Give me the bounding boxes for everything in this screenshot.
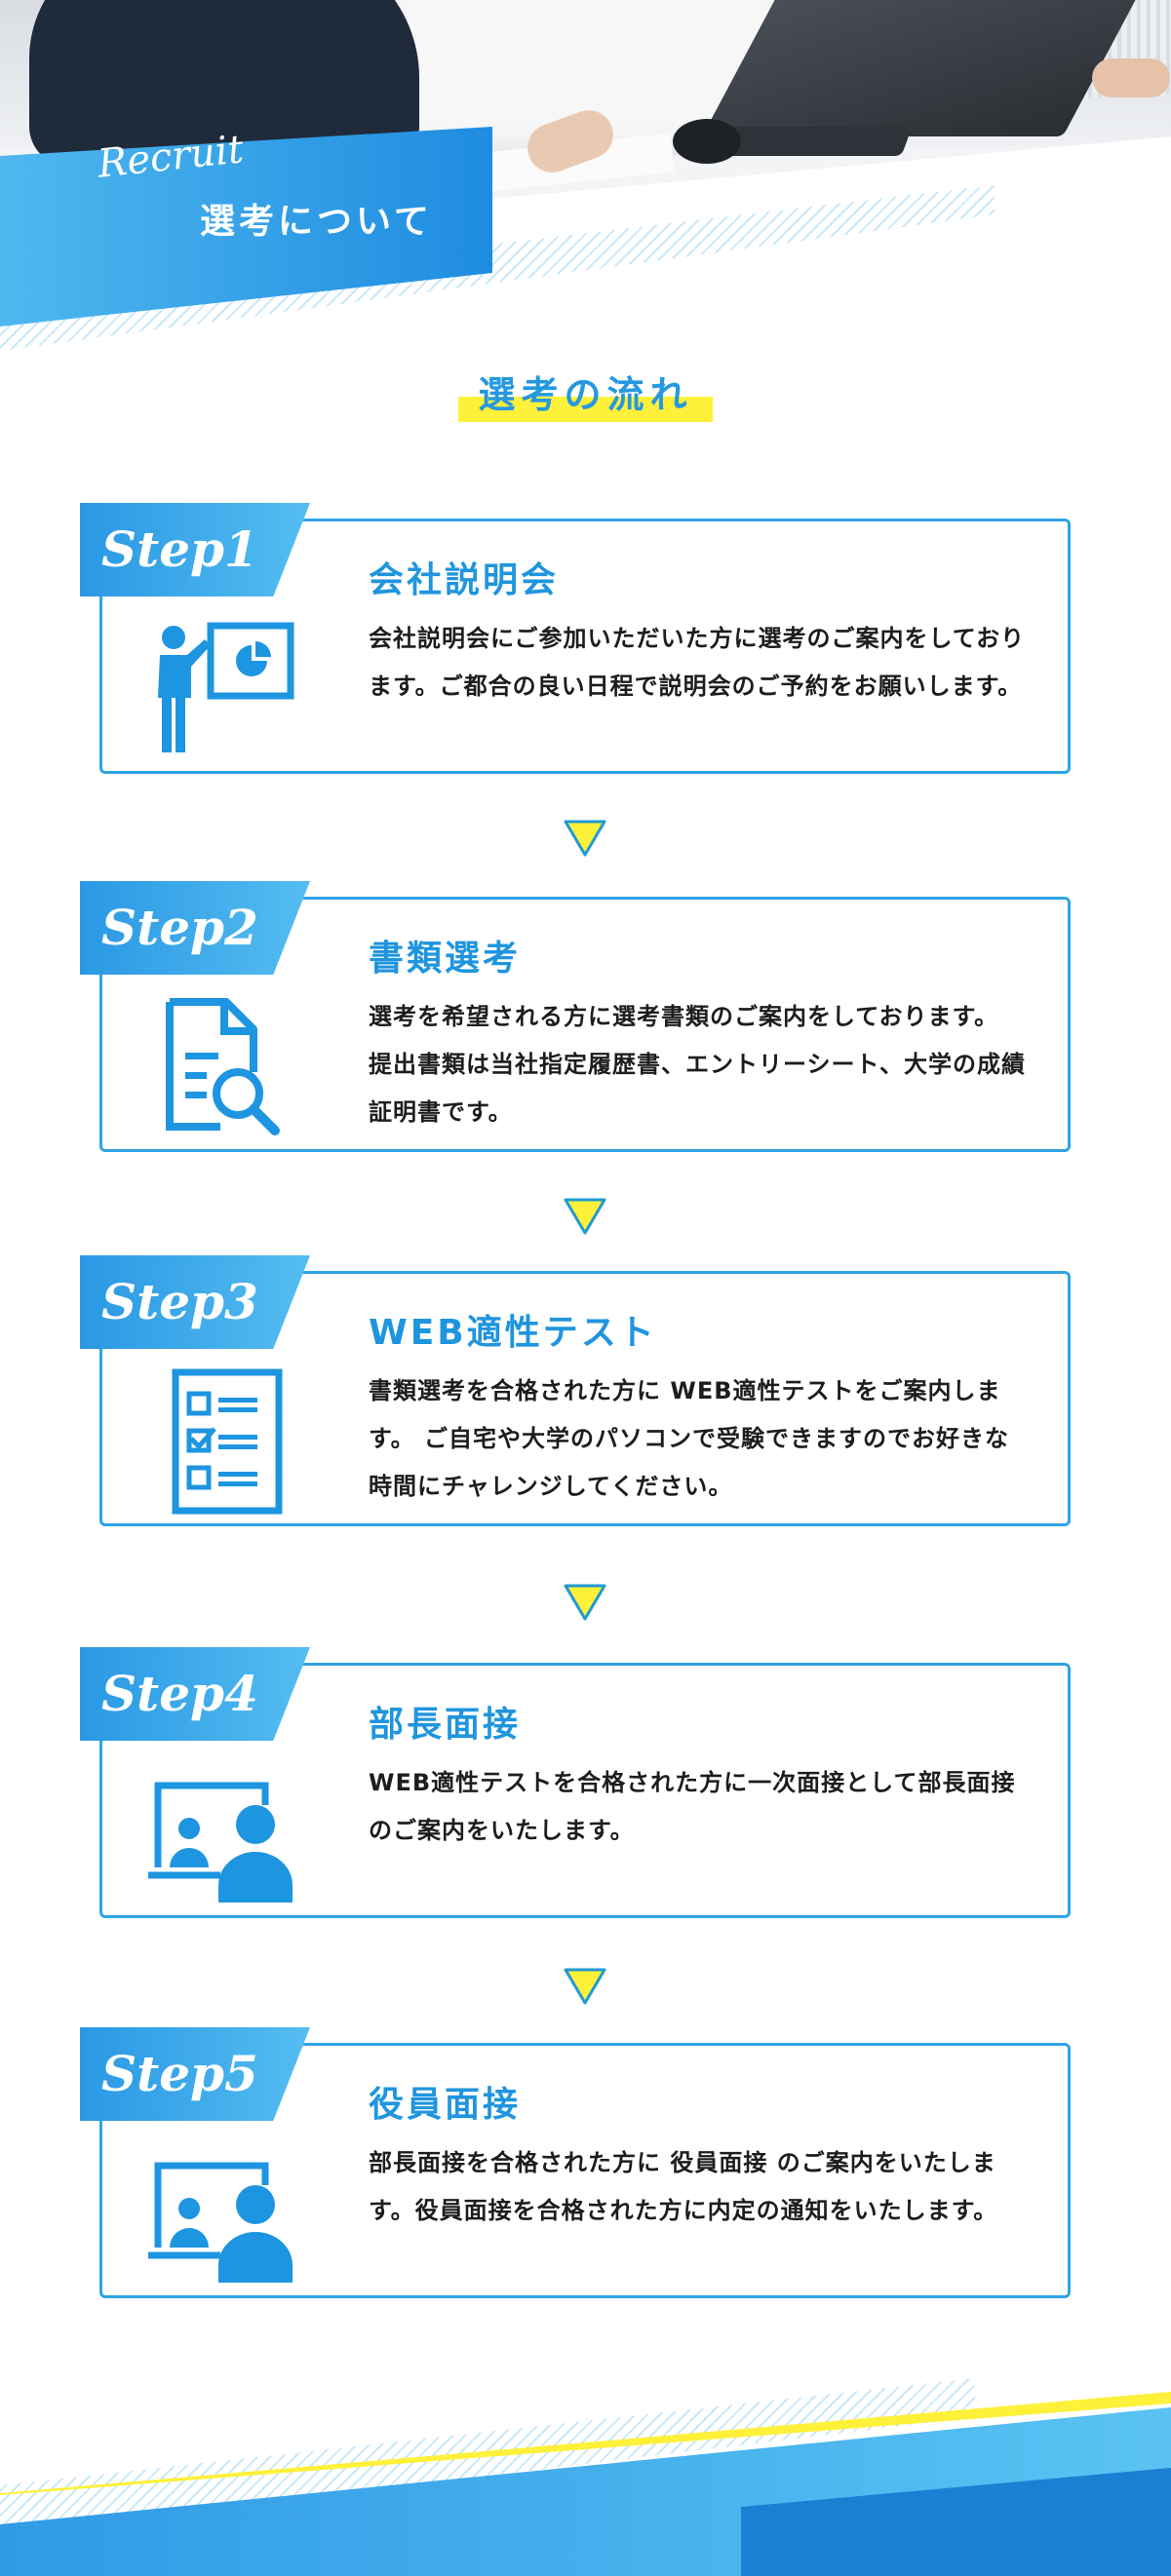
step-description: 部長面接を合格された方に 役員面接 のご案内をいたします。役員面接を合格された方… [369, 2149, 998, 2224]
step-title: 役員面接 [369, 2085, 522, 2125]
step-5: Step5 役員面接 部長面接を合格された方に 役員面接 のご案内をいたします。… [80, 2027, 1074, 2300]
step-badge: Step5 [80, 2027, 310, 2121]
section-heading: 選考の流れ [458, 365, 713, 422]
step-description: 会社説明会にご参加いただいた方に選考のご案内をしております。ご都合の良い日程で説… [369, 625, 1026, 700]
step-title: 部長面接 [369, 1705, 522, 1745]
step-description: 書類選考を合格された方に WEB適性テストをご案内します。 ご自宅や大学のパソコ… [369, 1377, 1009, 1500]
step-description: WEB適性テストを合格された方に一次面接として部長面接のご案内をいたします。 [369, 1769, 1016, 1844]
step-title: WEB適性テスト [369, 1313, 657, 1353]
checklist-icon [172, 1368, 283, 1515]
step-3: Step3 WEB適性テスト 書類選考を合格された方に WEB適性テストをご案内… [80, 1255, 1074, 1528]
step-badge: Step3 [80, 1255, 310, 1349]
down-arrow-icon [564, 820, 606, 857]
step-4: Step4 部長面接 WEB適性テストを合格された方に一次面接として部長面接のご… [80, 1647, 1074, 1920]
down-arrow-icon [564, 1968, 606, 2005]
step-badge: Step1 [80, 503, 310, 596]
online-interview-icon [148, 1782, 293, 1903]
step-title: 会社説明会 [369, 560, 560, 600]
down-arrow-icon [564, 1584, 606, 1621]
online-interview-icon [148, 2162, 293, 2283]
presentation-icon [158, 622, 294, 752]
document-search-icon [166, 998, 280, 1135]
step-2: Step2 書類選考 選考を希望される方に選考書類のご案内をしております。 提出… [80, 881, 1074, 1154]
down-arrow-icon [564, 1198, 606, 1235]
step-description: 選考を希望される方に選考書類のご案内をしております。 提出書類は当社指定履歴書、… [369, 1003, 1027, 1126]
step-badge: Step2 [80, 881, 310, 975]
page-title: 選考について [200, 202, 433, 242]
step-badge: Step4 [80, 1647, 310, 1741]
section-heading-wrap: 選考の流れ [0, 365, 1171, 422]
step-title: 書類選考 [369, 939, 522, 979]
step-1: Step1 会社説明会 会社説明会にご参加いただいた方に選考のご案内をしておりま… [80, 503, 1074, 776]
